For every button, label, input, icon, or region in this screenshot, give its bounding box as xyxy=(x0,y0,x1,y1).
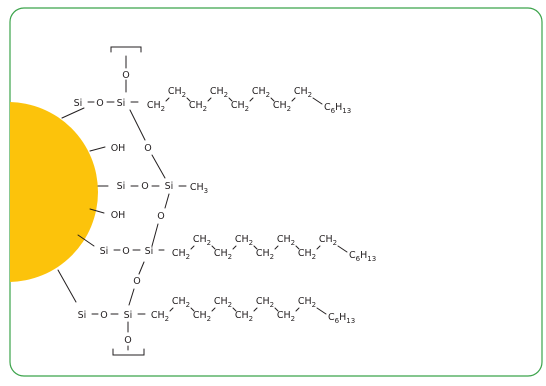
bond-line xyxy=(151,223,159,247)
alkyl-chain-bottom-ch2-6: CH2 xyxy=(256,296,274,309)
si-atom-lower: Si xyxy=(145,246,154,257)
alkyl-chain-middle-c6h13: C6H13 xyxy=(349,250,376,263)
si-atom-middle-left: Si xyxy=(117,181,126,192)
alkyl-chain-middle-ch2-7: CH2 xyxy=(298,248,316,261)
surface-bond xyxy=(61,107,85,119)
surface-bond xyxy=(57,269,77,303)
si-atom-bottom: Si xyxy=(124,310,133,321)
alkyl-chain-middle-bond xyxy=(211,245,216,250)
alkyl-chain-bottom-ch2-1: CH2 xyxy=(151,310,169,323)
alkyl-chain-top-ch2-7: CH2 xyxy=(273,100,291,113)
alkyl-chain-middle-ch2-1: CH2 xyxy=(172,248,190,261)
alkyl-chain-middle-ch2-2: CH2 xyxy=(193,234,211,247)
si-atom-lower-left: Si xyxy=(100,246,109,257)
alkyl-chain-middle-bond xyxy=(316,245,321,250)
bracket-top xyxy=(110,46,142,53)
si-atom-bottom-left: Si xyxy=(78,310,87,321)
bond-line xyxy=(138,261,145,275)
alkyl-chain-top-bond xyxy=(270,97,275,102)
alkyl-chain-middle-bond xyxy=(190,245,195,250)
surface-bond xyxy=(89,208,105,214)
alkyl-chain-bottom-ch2-7: CH2 xyxy=(277,310,295,323)
oh-group-lower: OH xyxy=(111,210,126,221)
o-atom-bottom: O xyxy=(100,310,107,321)
alkyl-chain-top-bond xyxy=(228,97,233,102)
bond-line xyxy=(129,109,146,141)
alkyl-chain-bottom-ch2-2: CH2 xyxy=(172,296,190,309)
alkyl-chain-middle-ch2-3: CH2 xyxy=(214,248,232,261)
alkyl-chain-bottom-bond xyxy=(316,307,327,315)
alkyl-chain-bottom-bond xyxy=(169,307,174,312)
alkyl-chain-bottom-bond xyxy=(190,307,195,312)
alkyl-chain-top-bond xyxy=(291,97,296,102)
alkyl-chain-top-ch2-1: CH2 xyxy=(147,100,165,113)
surface-bond xyxy=(89,146,106,152)
alkyl-chain-middle-ch2-8: CH2 xyxy=(319,234,337,247)
alkyl-chain-middle-bond xyxy=(295,245,300,250)
alkyl-chain-top-ch2-8: CH2 xyxy=(294,86,312,99)
o-atom-top-down: O xyxy=(144,143,151,154)
o-atom-middle-down: O xyxy=(157,211,164,222)
alkyl-chain-bottom-ch2-8: CH2 xyxy=(298,296,316,309)
alkyl-chain-top-bond xyxy=(249,97,254,102)
alkyl-chain-middle-bond xyxy=(253,245,258,250)
alkyl-chain-bottom-bond xyxy=(274,307,279,312)
o-atom-lower-down: O xyxy=(133,276,140,287)
ch3-group: CH3 xyxy=(190,182,208,195)
alkyl-chain-top-ch2-3: CH2 xyxy=(189,100,207,113)
alkyl-chain-top-bond xyxy=(186,97,191,102)
alkyl-chain-bottom-bond xyxy=(253,307,258,312)
alkyl-chain-middle-bond xyxy=(232,245,237,250)
alkyl-chain-middle-bond xyxy=(274,245,279,250)
alkyl-chain-bottom-ch2-5: CH2 xyxy=(235,310,253,323)
alkyl-chain-top-bond xyxy=(312,97,323,105)
alkyl-chain-middle-bond xyxy=(337,245,348,253)
o-atom-top-bridge: O xyxy=(122,70,129,81)
alkyl-chain-top-ch2-5: CH2 xyxy=(231,100,249,113)
o-atom-bottom-bridge: O xyxy=(124,335,131,346)
o-atom-lower: O xyxy=(122,246,129,257)
bond-line xyxy=(151,154,166,179)
bracket-bottom xyxy=(112,348,145,356)
si-atom-top: Si xyxy=(117,98,126,109)
silica-particle xyxy=(10,102,98,282)
alkyl-chain-bottom-bond xyxy=(232,307,237,312)
alkyl-chain-bottom-ch2-4: CH2 xyxy=(214,296,232,309)
alkyl-chain-top-ch2-4: CH2 xyxy=(210,86,228,99)
alkyl-chain-top-bond xyxy=(165,97,170,102)
alkyl-chain-middle-ch2-4: CH2 xyxy=(235,234,253,247)
diagram-frame xyxy=(9,7,543,377)
bond-lines xyxy=(57,46,348,356)
alkyl-chain-top-c6h13: C6H13 xyxy=(324,102,351,115)
alkyl-chain-middle-ch2-5: CH2 xyxy=(256,248,274,261)
alkyl-chain-bottom-bond xyxy=(211,307,216,312)
alkyl-chain-bottom-bond xyxy=(295,307,300,312)
surface-bond xyxy=(77,234,95,247)
si-atom-middle: Si xyxy=(165,181,174,192)
bond-line xyxy=(164,193,170,209)
alkyl-chain-bottom-ch2-3: CH2 xyxy=(193,310,211,323)
alkyl-chain-top-ch2-2: CH2 xyxy=(168,86,186,99)
bond-line xyxy=(128,288,135,306)
alkyl-chain-top-ch2-6: CH2 xyxy=(252,86,270,99)
si-atom-top-left: Si xyxy=(74,98,83,109)
alkyl-chain-bottom-c6h13: C6H13 xyxy=(328,312,355,325)
o-atom-middle: O xyxy=(141,181,148,192)
alkyl-chain-middle-ch2-6: CH2 xyxy=(277,234,295,247)
oh-group-upper: OH xyxy=(111,143,126,154)
o-atom-top-left: O xyxy=(96,98,103,109)
alkyl-chain-top-bond xyxy=(207,97,212,102)
